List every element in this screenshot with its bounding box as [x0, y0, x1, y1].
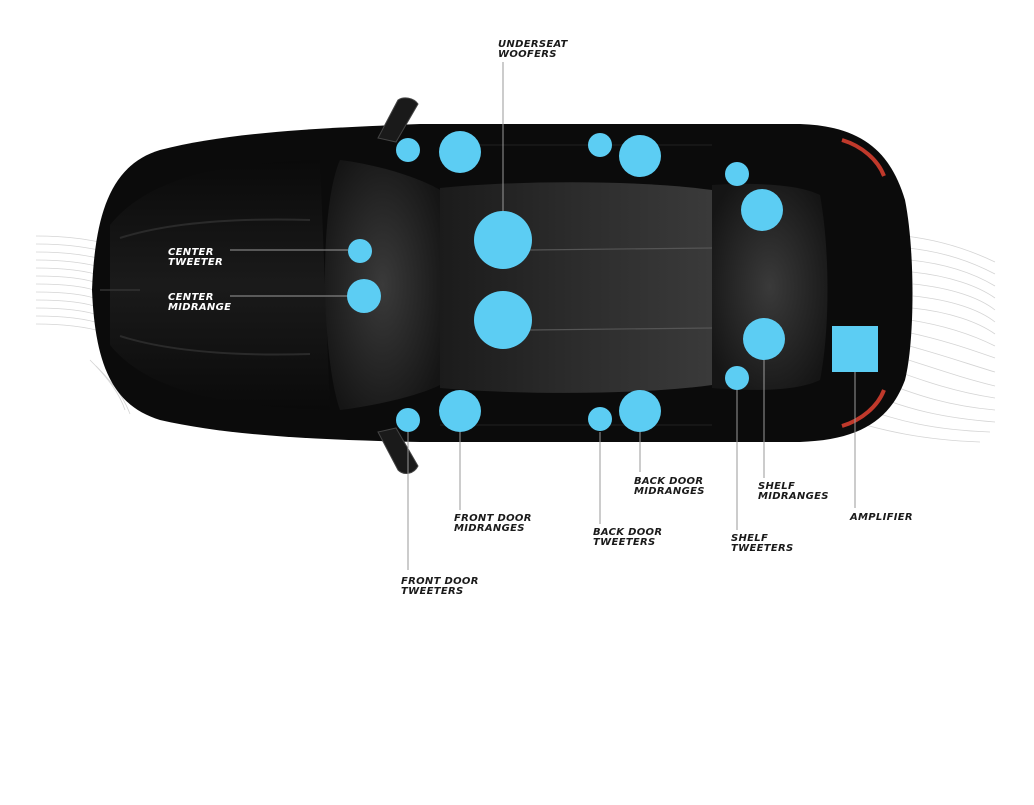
label-back-door-tweeters-line1: BACK DOOR: [593, 527, 663, 538]
windshield: [324, 160, 440, 410]
label-center-tweeter-line2: TWEETER: [168, 257, 223, 268]
speakers: [347, 131, 878, 432]
label-back-door-midranges-line2: MIDRANGES: [634, 486, 705, 497]
label-shelf-midranges-line2: MIDRANGES: [758, 491, 829, 502]
car-hood: [110, 160, 330, 410]
label-front-door-tweeters: FRONT DOOR TWEETERS: [401, 577, 479, 597]
label-shelf-midranges-line1: SHELF: [758, 481, 796, 492]
speaker-shelf-tweeter-right: [725, 366, 749, 390]
label-front-door-midranges-line2: MIDRANGES: [454, 523, 525, 534]
left-mirror: [377, 97, 419, 143]
speaker-front-door-midrange-left: [439, 131, 481, 173]
speaker-shelf-midrange-right: [743, 318, 785, 360]
speaker-center-tweeter: [348, 239, 372, 263]
label-front-door-midranges-line1: FRONT DOOR: [454, 513, 532, 524]
label-shelf-midranges: SHELF MIDRANGES: [758, 482, 829, 502]
leader-lines: [230, 62, 856, 570]
label-back-door-midranges: BACK DOOR MIDRANGES: [634, 477, 705, 497]
label-underseat-woofers-line1: UNDERSEAT: [498, 39, 568, 50]
speaker-back-door-tweeter-right: [588, 407, 612, 431]
speaker-shelf-midrange-left: [741, 189, 783, 231]
label-center-midrange: CENTER MIDRANGE: [168, 293, 231, 313]
label-underseat-woofers: UNDERSEAT WOOFERS: [498, 40, 568, 60]
label-amplifier: AMPLIFIER: [850, 513, 913, 523]
label-amplifier-line1: AMPLIFIER: [850, 512, 913, 523]
speaker-back-door-tweeter-left: [588, 133, 612, 157]
label-center-tweeter: CENTER TWEETER: [168, 248, 223, 268]
speaker-front-door-tweeter-left: [396, 138, 420, 162]
label-shelf-tweeters-line1: SHELF: [731, 533, 769, 544]
label-back-door-tweeters: BACK DOOR TWEETERS: [593, 528, 662, 548]
speaker-underseat-woofer-left: [474, 211, 532, 269]
label-shelf-tweeters: SHELF TWEETERS: [731, 534, 793, 554]
label-center-midrange-line2: MIDRANGE: [168, 302, 232, 313]
speaker-back-door-midrange-left: [619, 135, 661, 177]
car-roof: [440, 182, 712, 393]
speaker-front-door-tweeter-right: [396, 408, 420, 432]
speaker-center-midrange: [347, 279, 381, 313]
car-top-view: [92, 97, 913, 474]
amplifier-box: [832, 326, 878, 372]
speaker-underseat-woofer-right: [474, 291, 532, 349]
label-front-door-tweeters-line2: TWEETERS: [401, 586, 464, 597]
speaker-back-door-midrange-right: [619, 390, 661, 432]
rear-window: [712, 183, 828, 390]
label-shelf-tweeters-line2: TWEETERS: [731, 543, 794, 554]
label-center-midrange-line1: CENTER: [168, 292, 214, 303]
label-underseat-woofers-line2: WOOFERS: [498, 49, 557, 60]
label-front-door-tweeters-line1: FRONT DOOR: [401, 576, 479, 587]
label-center-tweeter-line1: CENTER: [168, 247, 214, 258]
speaker-shelf-tweeter-left: [725, 162, 749, 186]
label-back-door-midranges-line1: BACK DOOR: [634, 476, 704, 487]
label-back-door-tweeters-line2: TWEETERS: [593, 537, 656, 548]
speaker-front-door-midrange-right: [439, 390, 481, 432]
label-front-door-midranges: FRONT DOOR MIDRANGES: [454, 514, 532, 534]
